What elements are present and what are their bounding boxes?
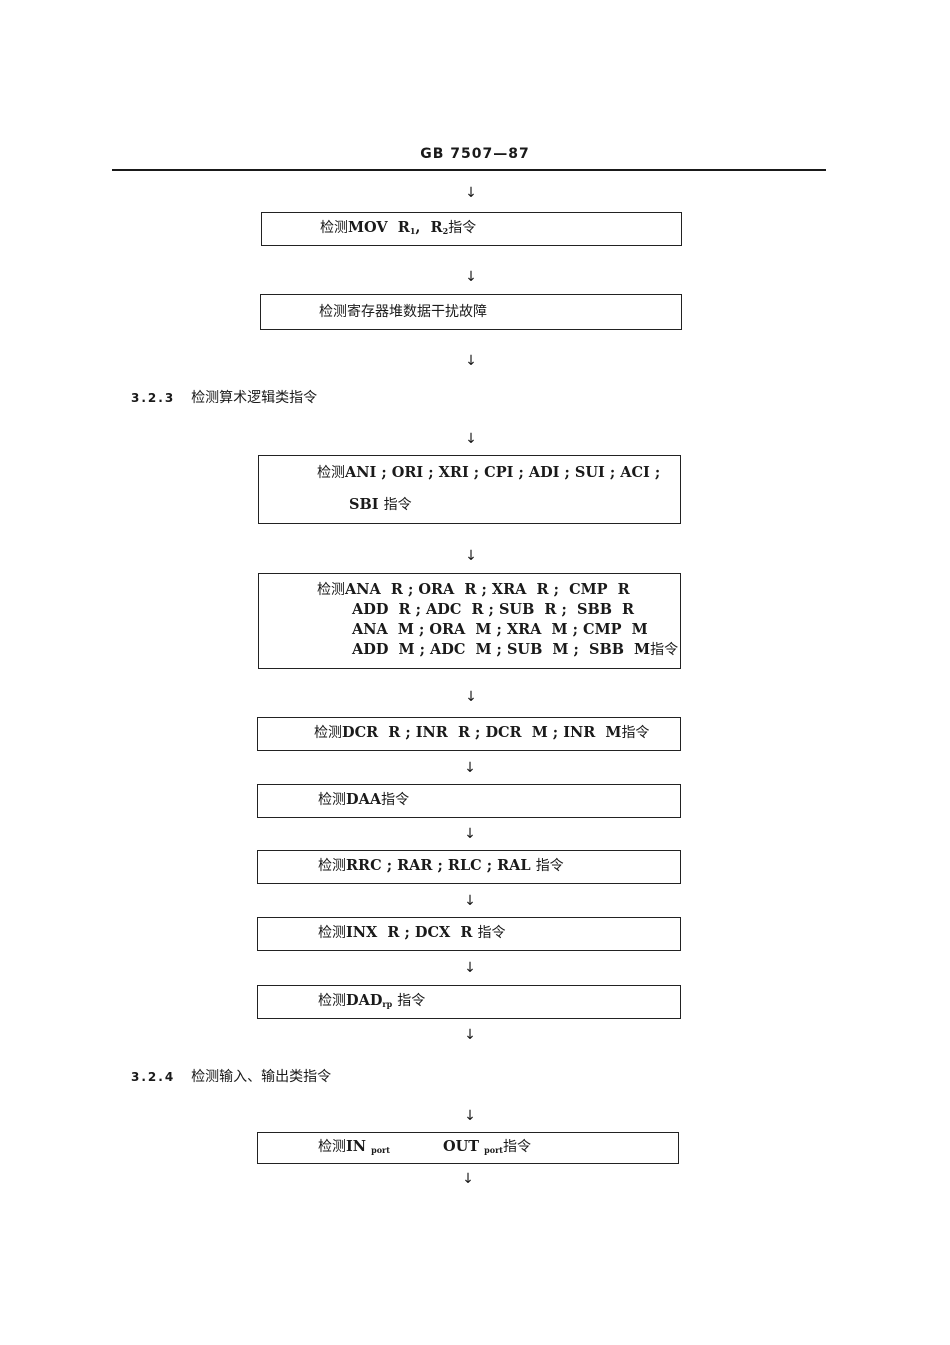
down-arrow-icon: ↓ [464, 826, 476, 842]
flow-box-rotate: 检测RRC ; RAR ; RLC ; RAL 指令 [257, 850, 681, 884]
flow-box-text: 检测DAA指令 [318, 791, 410, 808]
flow-box-text: 检测MOV R1, R2指令 [320, 219, 477, 236]
down-arrow-icon: ↓ [465, 269, 477, 285]
flow-box-text: 检测ANI ; ORI ; XRI ; CPI ; ADI ; SUI ; AC… [317, 464, 661, 481]
flow-box-text: OUT port指令 [443, 1138, 531, 1155]
down-arrow-icon: ↓ [464, 893, 476, 909]
down-arrow-icon: ↓ [464, 1027, 476, 1043]
flow-box-immediate: 检测ANI ; ORI ; XRI ; CPI ; ADI ; SUI ; AC… [258, 455, 681, 524]
flow-box-text: ADD R ; ADC R ; SUB R ; SBB R [352, 601, 635, 618]
flow-box-text: SBI 指令 [349, 496, 412, 513]
flow-box-text: 检测寄存器堆数据干扰故障 [319, 304, 487, 320]
flow-box-dad: 检测DADrp 指令 [257, 985, 681, 1019]
flow-box-text: 检测ANA R ; ORA R ; XRA R ; CMP R [317, 581, 630, 598]
flow-box-text: 检测INX R ; DCX R 指令 [318, 924, 506, 941]
down-arrow-icon: ↓ [465, 431, 477, 447]
flow-box-inx: 检测INX R ; DCX R 指令 [257, 917, 681, 951]
flow-box-arithmetic: 检测ANA R ; ORA R ; XRA R ; CMP R ADD R ; … [258, 573, 681, 669]
flow-box-mov: 检测MOV R1, R2指令 [261, 212, 682, 246]
flow-box-incdec: 检测DCR R ; INR R ; DCR M ; INR M指令 [257, 717, 681, 751]
flow-box-io: 检测IN port OUT port指令 [257, 1132, 679, 1164]
flow-box-text: ANA M ; ORA M ; XRA M ; CMP M [352, 621, 648, 638]
flow-box-text: 检测DADrp 指令 [318, 992, 426, 1009]
page-header-title: GB 7507—87 [420, 146, 530, 162]
flow-box-text: 检测DCR R ; INR R ; DCR M ; INR M指令 [314, 724, 650, 741]
flow-box-text: ADD M ; ADC M ; SUB M ; SBB M指令 [352, 641, 679, 658]
down-arrow-icon: ↓ [465, 185, 477, 201]
down-arrow-icon: ↓ [464, 960, 476, 976]
flow-box-text: 检测RRC ; RAR ; RLC ; RAL 指令 [318, 857, 564, 874]
down-arrow-icon: ↓ [464, 760, 476, 776]
down-arrow-icon: ↓ [464, 1108, 476, 1124]
down-arrow-icon: ↓ [465, 353, 477, 369]
header-rule [112, 169, 826, 171]
flow-box-text: 检测IN port [318, 1138, 390, 1155]
flow-box-regfile: 检测寄存器堆数据干扰故障 [260, 294, 682, 330]
flow-box-daa: 检测DAA指令 [257, 784, 681, 818]
down-arrow-icon: ↓ [462, 1171, 474, 1187]
down-arrow-icon: ↓ [465, 548, 477, 564]
down-arrow-icon: ↓ [465, 689, 477, 705]
